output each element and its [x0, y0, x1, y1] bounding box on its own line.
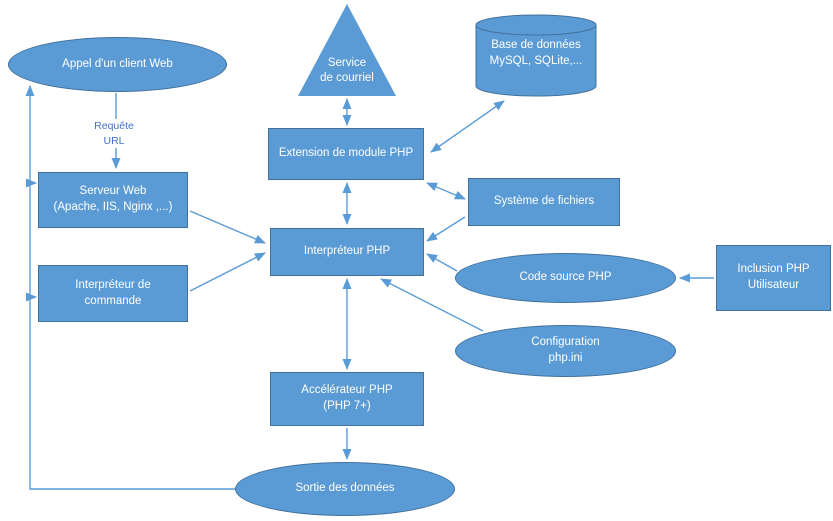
- node-source-code-label: Code source PHP: [519, 271, 612, 284]
- node-command-interpreter: Interpréteur de commande: [38, 265, 188, 322]
- connector-config-interpreter: [380, 278, 484, 332]
- database-cylinder-shape: [475, 14, 597, 97]
- node-client-call: Appel d'un client Web: [8, 37, 227, 92]
- node-file-system: Système de fichiers: [468, 178, 620, 226]
- node-data-output-label: Sortie des données: [295, 482, 395, 495]
- node-php-extension: Extension de module PHP: [268, 128, 424, 180]
- connector-extension-filesystem: [426, 182, 466, 200]
- node-configuration: Configuration php.ini: [455, 325, 676, 377]
- connector-shell-interpreter: [189, 252, 266, 292]
- edge-label-request: Requête: [94, 120, 134, 132]
- node-php-extension-label: Extension de module PHP: [278, 147, 414, 160]
- node-php-interpreter: Interpréteur PHP: [270, 228, 424, 276]
- node-php-interpreter-label: Interpréteur PHP: [303, 245, 391, 258]
- connector-output-feedback: [25, 85, 236, 490]
- node-client-call-label: Appel d'un client Web: [62, 57, 173, 70]
- connector-source-interpreter: [426, 253, 458, 272]
- connector-database-extension: [430, 100, 505, 153]
- node-user-inclusion: Inclusion PHP Utilisateur: [716, 245, 831, 311]
- node-database-label: Base de données MySQL, SQLite,...: [489, 39, 583, 67]
- edge-label-url: URL: [103, 134, 125, 147]
- connector-webserver-interpreter: [189, 210, 266, 244]
- node-source-code: Code source PHP: [455, 253, 676, 303]
- node-web-server: Serveur Web (Apache, IIS, Nginx ,...): [38, 172, 188, 228]
- node-accelerator: Accélérateur PHP (PHP 7+): [270, 372, 424, 426]
- node-database: Base de données MySQL, SQLite,...: [475, 14, 597, 98]
- edge-label-request-url: Requête URL: [88, 119, 140, 149]
- node-data-output: Sortie des données: [235, 462, 455, 516]
- node-mail-service-label: Service de courriel: [320, 56, 374, 85]
- node-file-system-label: Système de fichiers: [493, 195, 595, 208]
- connector-filesystem-interpreter: [426, 216, 466, 242]
